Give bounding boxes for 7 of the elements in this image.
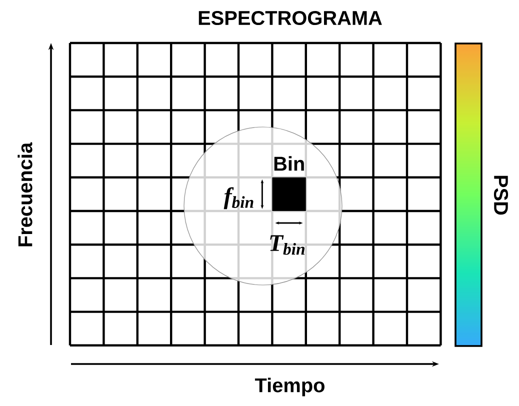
bin-label: Bin <box>274 156 304 171</box>
axis-label: Tiempo <box>254 378 324 396</box>
symbol-label: T$_{bin}$ <box>270 235 304 255</box>
symbol-label: f$_{bin}$ <box>224 187 254 210</box>
axis-label: PSD <box>494 176 508 215</box>
chart-title: ESPECTROGRAMA <box>198 10 382 26</box>
axis-label: Frecuencia <box>18 142 32 246</box>
